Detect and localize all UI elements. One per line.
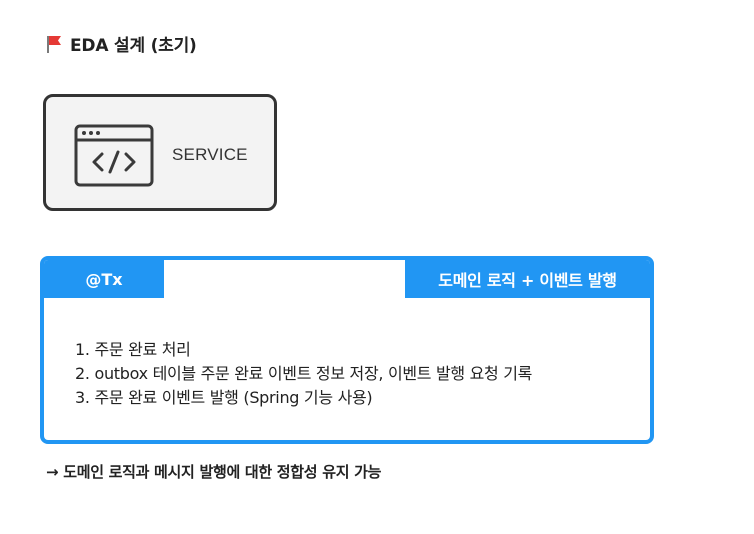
event-publish-tab: 도메인 로직 + 이벤트 발행 xyxy=(405,260,650,298)
transaction-box: @Tx 도메인 로직 + 이벤트 발행 1. 주문 완료 처리 2. outbo… xyxy=(40,256,654,444)
step-item: 3. 주문 완료 이벤트 발행 (Spring 기능 사용) xyxy=(75,388,373,407)
title-row: EDA 설계 (초기) xyxy=(44,31,197,56)
red-flag-icon xyxy=(44,34,64,54)
step-list: 1. 주문 완료 처리 2. outbox 테이블 주문 완료 이벤트 정보 저… xyxy=(75,338,532,410)
service-label: SERVICE xyxy=(172,145,248,164)
step-item: 2. outbox 테이블 주문 완료 이벤트 정보 저장, 이벤트 발행 요청… xyxy=(75,364,533,383)
step-item: 1. 주문 완료 처리 xyxy=(75,340,191,359)
conclusion-text: → 도메인 로직과 메시지 발행에 대한 정합성 유지 가능 xyxy=(46,463,382,481)
transaction-tab: @Tx xyxy=(44,260,164,298)
code-window-icon xyxy=(74,124,154,187)
page-title: EDA 설계 (초기) xyxy=(70,36,197,56)
